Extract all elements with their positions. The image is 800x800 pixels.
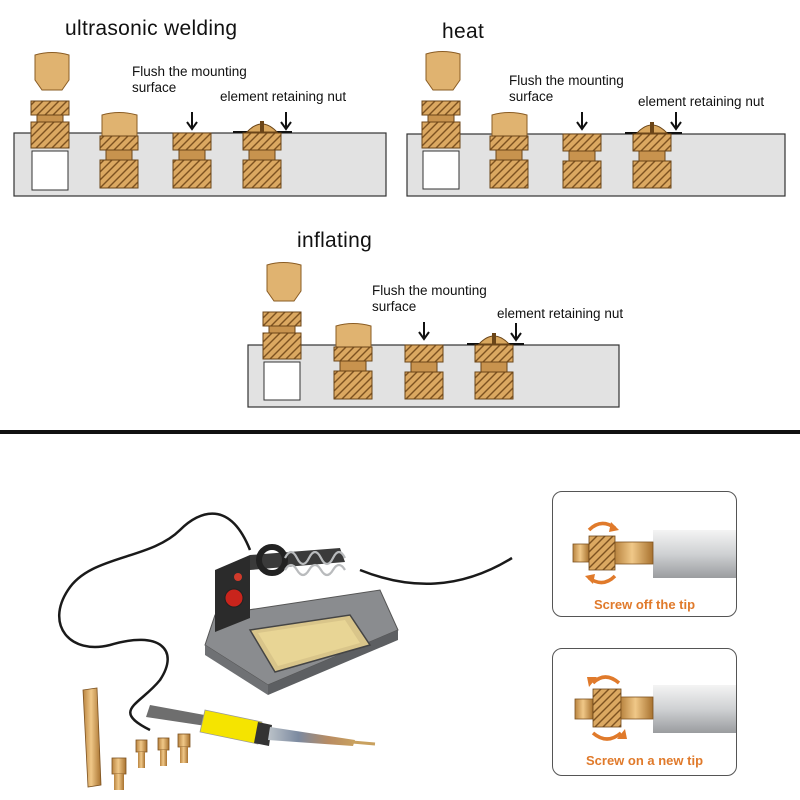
tool xyxy=(425,51,461,91)
iron-cable xyxy=(57,512,252,732)
hole xyxy=(31,150,69,191)
step-caption: Screw on a new tip xyxy=(585,753,704,768)
label-element-retaining-nut: element retaining nut xyxy=(497,306,624,321)
panel-title: heat xyxy=(442,20,485,43)
insert-body xyxy=(339,360,367,372)
insert-body xyxy=(268,325,296,334)
insert-knurl xyxy=(333,370,373,400)
tool xyxy=(266,262,302,302)
insert-knurl xyxy=(30,100,70,116)
tip xyxy=(177,733,191,748)
insert-knurl xyxy=(242,159,282,189)
insert-knurl xyxy=(421,121,461,149)
tip xyxy=(111,757,127,775)
step-card-screw-on: Screw on a new tip xyxy=(552,648,737,776)
tool xyxy=(335,323,372,348)
power-switch-icon xyxy=(234,573,242,581)
insert-body xyxy=(568,150,596,162)
tool xyxy=(101,112,138,137)
insert-diagram xyxy=(247,262,620,408)
insert-knurl xyxy=(474,344,514,363)
temperature-knob-icon xyxy=(224,588,244,608)
insert-knurl xyxy=(632,160,672,189)
insert-knurl xyxy=(99,159,139,189)
holder-spring xyxy=(284,550,346,577)
soldering-station-photo xyxy=(57,512,513,790)
insert-body xyxy=(105,149,133,161)
tip xyxy=(135,739,148,753)
tip-removal-illustration xyxy=(572,521,736,585)
label-element-retaining-nut: element retaining nut xyxy=(220,89,347,104)
insert-knurl xyxy=(562,160,602,189)
insert-diagram xyxy=(13,52,387,197)
insert-body xyxy=(178,149,206,161)
rotate-arrow-icon xyxy=(591,731,623,741)
arrow-icon xyxy=(510,323,522,342)
panel-title: ultrasonic welding xyxy=(65,17,238,40)
rotate-arrow-icon xyxy=(591,675,621,685)
arrow-icon xyxy=(280,112,292,131)
power-cable xyxy=(359,556,513,585)
insert-knurl xyxy=(172,159,212,189)
arrow-icon xyxy=(418,322,430,341)
insert-knurl xyxy=(333,346,373,362)
insert-body xyxy=(480,361,508,373)
insert-knurl xyxy=(632,133,672,152)
insert-knurl xyxy=(30,121,70,149)
insert-knurl xyxy=(489,159,529,189)
section-divider xyxy=(0,430,800,434)
insert-body xyxy=(427,114,455,123)
insert-knurl xyxy=(262,311,302,327)
insert-body xyxy=(410,361,438,373)
insert-knurl xyxy=(99,135,139,151)
tip-long xyxy=(82,687,102,788)
panel-title: inflating xyxy=(297,229,373,252)
insert-diagram xyxy=(406,51,786,197)
insert-body xyxy=(495,149,523,161)
insert-body xyxy=(248,149,276,161)
insert-knurl xyxy=(489,135,529,151)
insert-knurl xyxy=(562,133,602,152)
insert-knurl xyxy=(404,371,444,400)
insert-knurl xyxy=(474,371,514,400)
insert-body xyxy=(36,114,64,123)
insert-knurl xyxy=(172,132,212,151)
step-caption: Screw off the tip xyxy=(593,597,696,612)
soldering-iron xyxy=(146,705,376,746)
insert-knurl xyxy=(404,344,444,363)
tip-install-illustration xyxy=(574,675,736,741)
step-card-screw-off: Screw off the tip xyxy=(552,491,737,617)
arrow-icon xyxy=(670,112,682,131)
insert-knurl xyxy=(421,100,461,116)
holder-ring xyxy=(256,544,288,576)
tool xyxy=(34,52,70,91)
spare-tips xyxy=(82,687,191,790)
tip xyxy=(157,737,170,751)
hole xyxy=(422,150,460,190)
arrow-icon xyxy=(186,112,198,131)
insert-knurl xyxy=(242,132,282,151)
arrow-icon xyxy=(576,112,588,131)
insert-knurl xyxy=(262,332,302,360)
hole xyxy=(263,361,301,401)
tool xyxy=(491,112,528,137)
insert-body xyxy=(638,150,666,162)
label-element-retaining-nut: element retaining nut xyxy=(638,94,765,109)
